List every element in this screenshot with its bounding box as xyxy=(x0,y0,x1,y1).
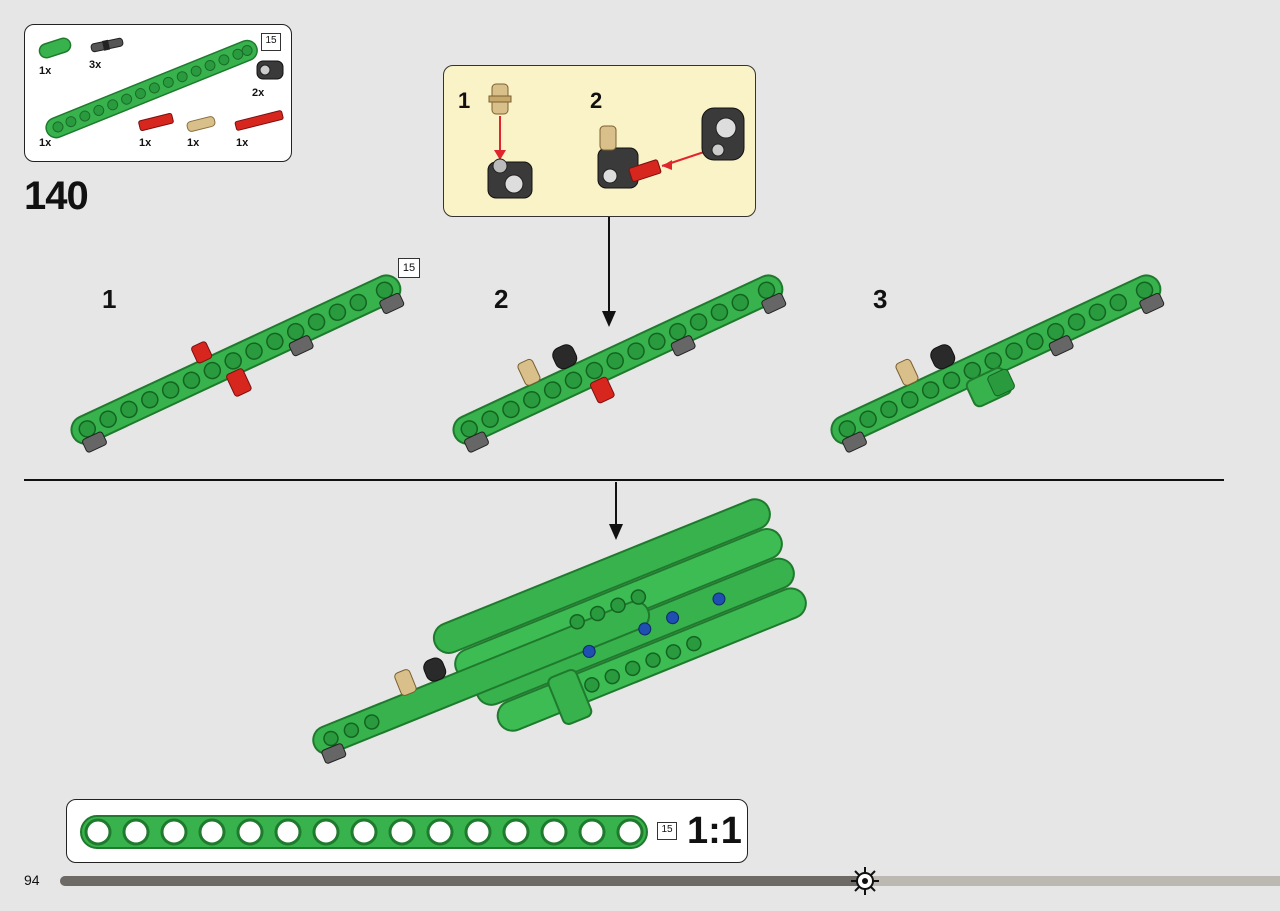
progress-bar xyxy=(60,876,1280,886)
callout-substep-1-illustration xyxy=(487,83,533,199)
substep-2-illustration xyxy=(452,274,787,453)
callout-substep-2-illustration xyxy=(597,107,745,189)
substep-1-illustration xyxy=(70,274,405,453)
parts-qty: 1x xyxy=(139,137,152,149)
axle-red-short-icon xyxy=(138,112,174,132)
length-badge: 15 xyxy=(398,258,420,278)
pin-tan-icon xyxy=(186,116,216,132)
callout-arrow xyxy=(602,217,616,327)
substep-1-label: 1 xyxy=(102,284,117,314)
parts-qty: 1x xyxy=(187,137,200,149)
assembly-arrow xyxy=(609,482,623,540)
parts-list: 1x 3x 15 2x 1x 1x 1x 1x xyxy=(24,24,292,162)
parts-qty: 2x xyxy=(252,87,265,99)
sun-icon xyxy=(851,867,879,895)
substep-3-label: 3 xyxy=(873,284,888,314)
parts-qty: 1x xyxy=(39,137,52,149)
parts-qty: 1x xyxy=(236,137,249,149)
axle-pin-black-icon xyxy=(90,37,124,53)
scale-reference: 15 1:1 xyxy=(66,799,748,863)
callout-substep-2-label: 2 xyxy=(590,88,603,113)
section-divider xyxy=(24,479,1224,481)
parts-qty: 1x xyxy=(39,65,52,77)
scale-label: 1:1 xyxy=(687,810,742,852)
beam-1-1-scale-illustration xyxy=(80,815,648,849)
page-number: 94 xyxy=(24,872,40,888)
progress-fill xyxy=(60,876,865,886)
step-number: 140 xyxy=(24,174,89,218)
length-badge: 15 xyxy=(657,822,677,840)
parts-qty: 3x xyxy=(89,59,102,71)
connector-black-icon xyxy=(256,60,284,80)
substep-2-label: 2 xyxy=(494,284,509,314)
axle-red-long-icon xyxy=(234,110,284,131)
sub-assembly-callout: 1 2 xyxy=(443,65,756,217)
substep-3-illustration xyxy=(830,274,1165,453)
beam-15-green-icon xyxy=(45,39,258,139)
length-badge: 15 xyxy=(261,33,281,51)
main-assembly-illustration xyxy=(312,498,807,764)
callout-substep-1-label: 1 xyxy=(458,88,471,113)
beam-short-green-icon xyxy=(38,37,72,59)
